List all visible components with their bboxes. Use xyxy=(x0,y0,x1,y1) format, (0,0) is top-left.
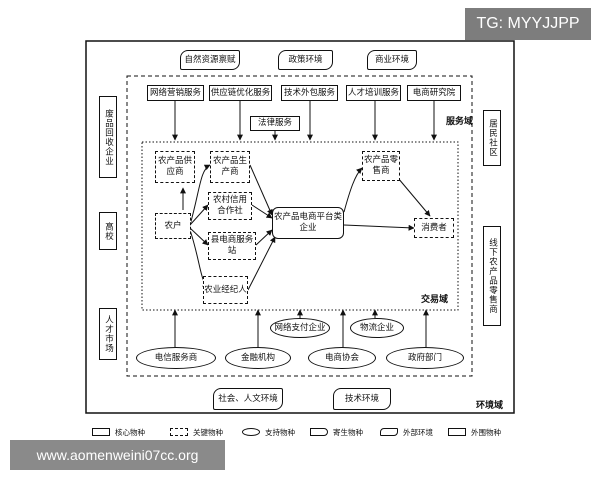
supply-chain-service: 供应链优化服务 xyxy=(209,85,272,101)
tech-environment-box: 技术环境 xyxy=(333,388,391,410)
talent-training-service: 人才培训服务 xyxy=(346,85,401,101)
residential-community-box: 居民社区 xyxy=(483,110,501,166)
service-domain-label: 服务域 xyxy=(446,117,474,127)
talent-market-box: 人才市场 xyxy=(99,308,117,360)
offline-retailer-box: 线下农产品零售商 xyxy=(483,226,501,326)
legend-core-swatch xyxy=(92,428,110,436)
waste-recycling-box: 废品回收企业 xyxy=(99,96,117,178)
legend-parasite-swatch xyxy=(310,428,328,436)
legend-external-swatch xyxy=(380,428,398,436)
watermark-bottom: www.aomenweini07cc.org xyxy=(10,440,225,470)
legal-service: 法律服务 xyxy=(250,116,300,131)
policy-environment-box: 政策环境 xyxy=(278,50,333,70)
social-environment-box: 社会、人文环境 xyxy=(213,388,283,410)
farmer-node: 农户 xyxy=(155,213,191,239)
commerce-environment-box: 商业环境 xyxy=(367,50,417,70)
agri-supplier-node: 农产品供应商 xyxy=(155,151,195,183)
legend-key-swatch xyxy=(170,428,188,436)
online-payment-node: 网络支付企业 xyxy=(270,318,330,338)
environment-domain-label: 环境域 xyxy=(476,401,504,411)
tech-outsourcing-service: 技术外包服务 xyxy=(281,85,338,101)
natural-resources-box: 自然资源禀赋 xyxy=(180,50,240,70)
consumer-node: 消费者 xyxy=(414,218,454,238)
ecommerce-association-node: 电商协会 xyxy=(308,347,376,369)
government-node: 政府部门 xyxy=(386,347,464,369)
agri-retailer-node: 农产品零售商 xyxy=(362,151,400,181)
legend: 核心物种 关键物种 支持物种 寄生物种 外部环境 外围物种 xyxy=(92,426,512,440)
ecommerce-platform-node: 农产品电商平台类企业 xyxy=(272,207,344,239)
legend-parasite-label: 寄生物种 xyxy=(333,428,363,437)
telecom-provider-node: 电信服务商 xyxy=(136,347,216,369)
network-marketing-service: 网络营销服务 xyxy=(147,85,204,101)
ecommerce-research-institute: 电商研究院 xyxy=(407,85,461,101)
financial-institution-node: 金融机构 xyxy=(225,347,291,369)
watermark-top: TG: MYYJJPP xyxy=(465,8,591,40)
trade-domain-label: 交易域 xyxy=(421,295,449,305)
legend-support-swatch xyxy=(242,428,260,436)
legend-foreign-label: 外围物种 xyxy=(471,428,501,437)
legend-core-label: 核心物种 xyxy=(115,428,145,437)
university-box: 高校 xyxy=(99,212,117,250)
legend-external-label: 外部环境 xyxy=(403,428,433,437)
legend-key-label: 关键物种 xyxy=(193,428,223,437)
logistics-node: 物流企业 xyxy=(350,318,404,338)
agri-broker-node: 农业经纪人 xyxy=(203,276,248,304)
county-service-station-node: 县电商服务站 xyxy=(208,232,256,260)
agri-producer-node: 农产品生产商 xyxy=(210,151,250,183)
environment-domain-frame xyxy=(85,40,515,414)
legend-foreign-swatch xyxy=(448,428,466,436)
rural-credit-coop-node: 农村信用合作社 xyxy=(208,192,252,220)
legend-support-label: 支持物种 xyxy=(265,428,295,437)
